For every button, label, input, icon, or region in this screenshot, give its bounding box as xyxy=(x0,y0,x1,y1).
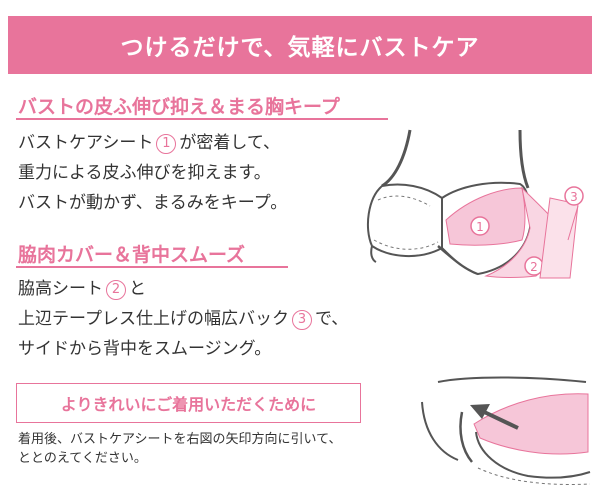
section1-line3: バストが動かず、まるみをキープ。 xyxy=(18,193,288,213)
banner-title: つけるだけで、気軽にバストケア xyxy=(120,35,480,61)
label-circle-3 xyxy=(564,186,584,206)
section2-heading: 脇肉カバー＆背中スムーズ xyxy=(18,244,246,266)
band-top xyxy=(437,376,587,383)
arrow-shaft xyxy=(479,408,519,430)
left-cup-stitch xyxy=(377,195,431,207)
underwire xyxy=(475,431,591,479)
left-band xyxy=(370,245,377,263)
adjust-diagram xyxy=(421,376,591,485)
section2-line2-text-b: で、 xyxy=(314,309,349,329)
label-circle-1 xyxy=(470,216,490,236)
bust-care-sheet xyxy=(445,187,526,246)
section1-line2: 重力による皮ふ伸びを抑えます。 xyxy=(18,163,271,183)
number-badge-1: 1 xyxy=(156,133,177,154)
bra-diagram: 1 2 3 xyxy=(366,129,584,279)
left-strap xyxy=(381,129,412,188)
right-strap xyxy=(518,129,530,189)
tip-note-line2: ととのえてください。 xyxy=(18,451,147,466)
section1-heading: バストの皮ふ伸び抑え＆まる胸キープ xyxy=(18,96,340,118)
label-3: 3 xyxy=(570,190,578,204)
section1-line1-text-b: が密着して、 xyxy=(179,133,280,153)
arrow-icon xyxy=(470,404,490,419)
section1-underline xyxy=(16,118,388,120)
number-badge-3: 3 xyxy=(291,309,312,330)
tip-title: よりきれいにご着用いただくために xyxy=(60,395,317,414)
left-cup-lower-stitch xyxy=(373,239,439,250)
section2-line1-text-a: 脇高シート xyxy=(18,279,103,299)
tip-box: よりきれいにご着用いただくために xyxy=(16,383,361,423)
section2-underline xyxy=(16,266,288,268)
number-badge-2: 2 xyxy=(106,279,126,300)
label-2: 2 xyxy=(530,260,538,274)
back-band xyxy=(539,197,579,279)
section2-line1-text-b: と xyxy=(129,279,146,299)
leader-line-3 xyxy=(567,205,579,241)
section2-line3: サイドから背中をスムージング。 xyxy=(18,339,272,359)
tip-note: 着用後、バストケアシートを右図の矢印方向に引いて、 ととのえてください。 xyxy=(18,430,341,468)
pink-cup-sheet xyxy=(473,393,589,455)
left-cup xyxy=(366,183,447,258)
section2-line2-text-a: 上辺テープレス仕上げの幅広バック xyxy=(18,309,289,329)
center-gore xyxy=(459,411,473,463)
section1-line1-text-a: バストケアシート xyxy=(18,133,154,153)
left-edge xyxy=(421,401,459,461)
title-banner: つけるだけで、気軽にバストケア xyxy=(8,16,592,74)
label-1: 1 xyxy=(476,220,484,234)
tip-note-line1: 着用後、バストケアシートを右図の矢印方向に引いて、 xyxy=(18,432,342,447)
